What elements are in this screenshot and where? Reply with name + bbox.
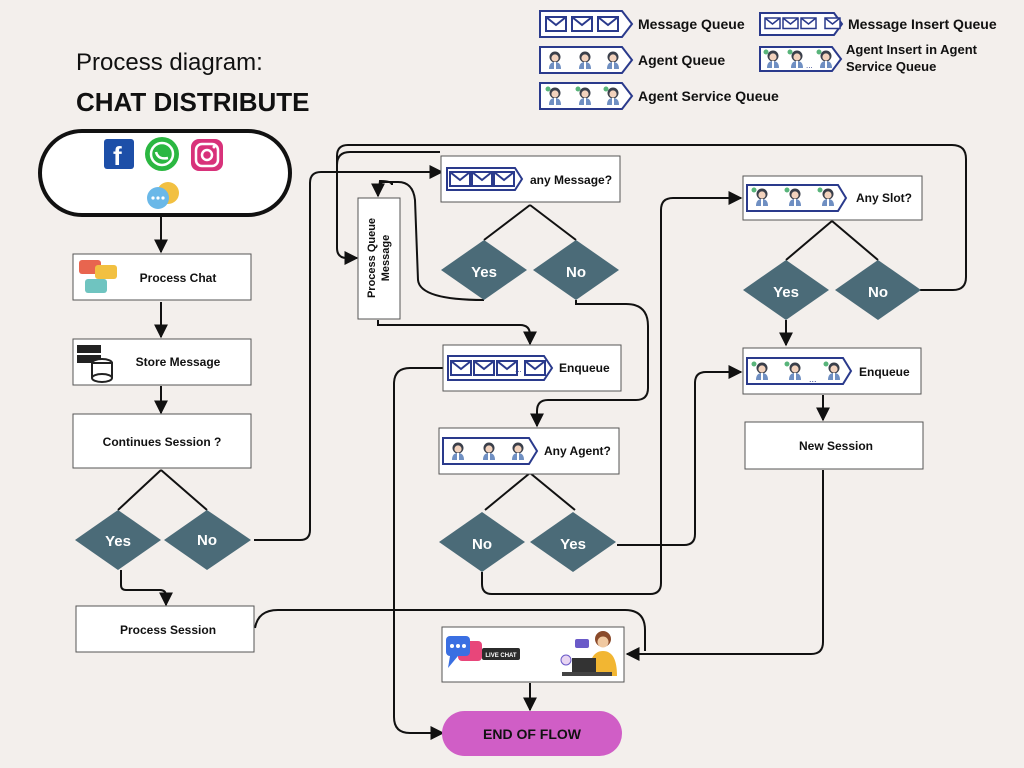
decision-any-message-yes: Yes	[441, 240, 527, 300]
decision-any-slot-yes: Yes	[743, 260, 829, 320]
any-message-box: any Message?	[440, 155, 621, 203]
end-of-flow-label: END OF FLOW	[483, 726, 582, 742]
whatsapp-icon	[145, 137, 179, 171]
enqueue-agent-label: Enqueue	[859, 365, 910, 379]
any-agent-box: Any Agent?	[438, 427, 620, 475]
database-icon	[77, 345, 113, 383]
legend-message-queue: Message Queue	[638, 16, 745, 32]
yes-label: Yes	[560, 536, 586, 553]
enqueue-agent-box: ... Enqueue	[742, 347, 922, 395]
decision-any-agent-yes: Yes	[530, 512, 616, 572]
live-chat-icon: LIVE CHAT	[446, 636, 520, 668]
edge-new-session-to-live	[625, 470, 824, 661]
svg-text:f: f	[113, 141, 122, 171]
no-label: No	[197, 532, 217, 549]
legend-agent-insert-line2: Service Queue	[846, 59, 936, 74]
svg-text:...: ...	[515, 365, 522, 374]
any-slot-box: Any Slot?	[742, 175, 923, 221]
edge-pqm-to-enqueue	[377, 320, 537, 346]
edge-enqueue-to-end	[393, 367, 445, 740]
instagram-icon	[191, 139, 223, 171]
store-message-label: Store Message	[136, 355, 221, 369]
edge-process-session-to-live	[254, 609, 646, 651]
chat-bubble-icon	[147, 182, 179, 209]
no-label: No	[472, 536, 492, 553]
live-chat-label: LIVE CHAT	[485, 653, 517, 659]
legend-agent-service-queue-icon	[539, 82, 634, 110]
continues-session-label: Continues Session ?	[103, 435, 222, 449]
store-message-box: Store Message	[72, 338, 252, 386]
legend-agent-insert-icon: ...	[759, 46, 843, 72]
decision-continues-yes: Yes	[75, 510, 161, 570]
legend-message-insert-queue-icon: ...	[759, 12, 844, 36]
process-session-label: Process Session	[120, 623, 216, 637]
chat-bubbles-icon	[79, 260, 117, 293]
svg-text:...: ...	[808, 22, 815, 31]
any-agent-label: Any Agent?	[544, 444, 611, 458]
facebook-icon: f	[104, 139, 134, 171]
process-chat-box: Process Chat	[72, 253, 252, 301]
title-line2: CHAT DISTRIBUTE	[76, 87, 310, 117]
support-agent-icon	[560, 631, 617, 676]
edge-no-to-any-slot	[481, 191, 743, 595]
edge-continues-branches	[117, 469, 208, 511]
legend-message-insert-queue: Message Insert Queue	[848, 16, 997, 32]
legend-agent-queue: Agent Queue	[638, 52, 725, 68]
edge-no-loop-top	[336, 144, 967, 291]
no-label: No	[868, 284, 888, 301]
yes-label: Yes	[773, 284, 799, 301]
title-line1: Process diagram:	[76, 49, 263, 76]
process-chat-label: Process Chat	[140, 271, 217, 285]
decision-any-slot-no: No	[835, 260, 921, 320]
any-slot-label: Any Slot?	[856, 191, 912, 205]
legend-agent-service-queue: Agent Service Queue	[638, 88, 779, 104]
legend-message-queue-icon	[539, 10, 634, 38]
legend: Message Queue ... Message Insert Queue A…	[539, 10, 997, 110]
yes-label: Yes	[471, 264, 497, 281]
edge-yes-to-process-session	[120, 570, 173, 607]
decision-any-message-no: No	[533, 240, 619, 300]
yes-label: Yes	[105, 533, 131, 550]
start-node: f	[38, 129, 292, 217]
edge-any-agent-branches	[484, 472, 576, 511]
edge-top-loop-to-pqm	[336, 151, 440, 265]
process-session-box: Process Session	[75, 605, 255, 653]
any-message-label: any Message?	[530, 173, 612, 187]
edge-yes-to-pqm	[371, 181, 485, 301]
enqueue-message-box: ... Enqueue	[442, 344, 622, 392]
decision-any-agent-no: No	[439, 512, 525, 572]
edge-any-message-branches	[483, 204, 577, 241]
legend-agent-queue-icon	[539, 46, 634, 74]
live-chat-box: LIVE CHAT	[441, 626, 625, 683]
new-session-label: New Session	[799, 439, 873, 453]
svg-text:...: ...	[806, 61, 813, 70]
enqueue-message-label: Enqueue	[559, 361, 610, 375]
edge-no-to-any-message	[254, 165, 444, 541]
continues-session-box: Continues Session ?	[72, 413, 252, 469]
end-of-flow-node: END OF FLOW	[442, 711, 622, 756]
svg-text:...: ...	[809, 374, 817, 384]
connectors	[117, 144, 967, 740]
no-label: No	[566, 264, 586, 281]
decision-continues-no: No	[164, 510, 251, 570]
legend-agent-insert-line1: Agent Insert in Agent	[846, 42, 978, 57]
new-session-box: New Session	[744, 421, 924, 470]
edge-no-to-any-agent	[530, 300, 649, 428]
edge-yes-to-enqueue-agent	[617, 365, 743, 546]
edge-any-slot-branches	[785, 220, 879, 261]
